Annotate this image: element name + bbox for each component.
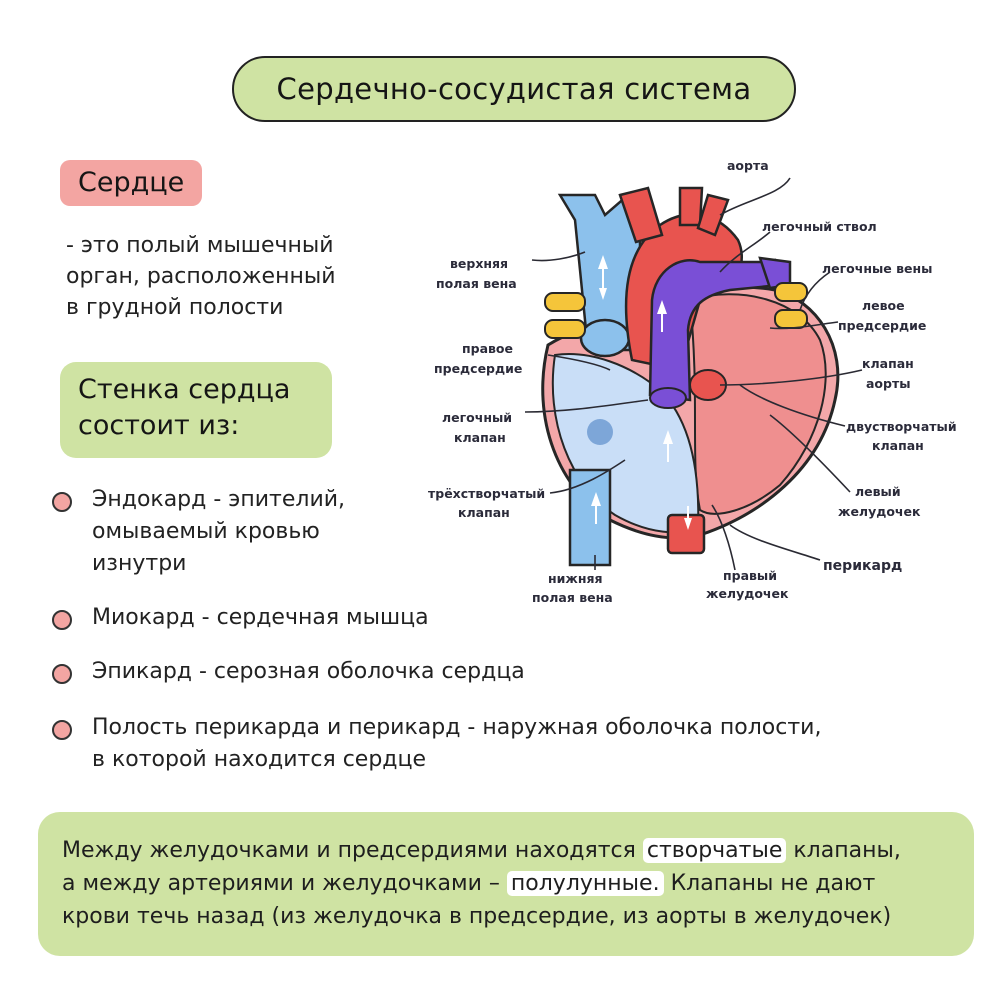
label-left-atrium: левое bbox=[862, 298, 905, 313]
page-title: Сердечно-сосудистая система bbox=[232, 56, 796, 122]
summary-text: Между желудочками и предсердиями находят… bbox=[62, 838, 636, 863]
heart-wall-heading: Стенка сердца состоит из: bbox=[60, 362, 332, 458]
definition-line: - это полый мышечный bbox=[66, 233, 334, 258]
aortic-branch bbox=[618, 186, 664, 244]
summary-text: Клапаны не дают bbox=[670, 871, 876, 896]
label-superior-vena-cava: полая вена bbox=[436, 276, 517, 291]
pulmonary-vein bbox=[774, 309, 808, 329]
leader-lines bbox=[524, 177, 863, 571]
label-pulmonary-veins: легочные вены bbox=[822, 261, 932, 276]
label-right-ventricle: правый bbox=[723, 568, 777, 583]
vena-cava-opening bbox=[579, 318, 631, 358]
definition-line: орган, расположенный bbox=[66, 264, 336, 289]
summary-line: крови течь назад (из желудочка в предсер… bbox=[62, 904, 892, 929]
label-left-ventricle: желудочек bbox=[838, 504, 921, 519]
summary-line: а между артериями и желудочками – полулу… bbox=[62, 867, 950, 900]
layer-text: Эндокард - эпителий, bbox=[92, 487, 346, 512]
layer-text: изнутри bbox=[92, 551, 187, 576]
pulmonary-valve-ring bbox=[649, 387, 687, 409]
pulmonary-vein bbox=[544, 292, 586, 312]
inferior-vena-cava bbox=[568, 468, 612, 567]
label-tricuspid-valve: трёхстворчатый bbox=[428, 486, 545, 501]
layer-text: в которой находится сердце bbox=[92, 747, 427, 772]
definition-line: в грудной полости bbox=[66, 295, 284, 320]
heart-definition: - это полый мышечный орган, расположенны… bbox=[66, 230, 396, 323]
descending-aorta bbox=[666, 513, 706, 555]
summary-line: Между желудочками и предсердиями находят… bbox=[62, 834, 950, 867]
summary-text: клапаны, bbox=[793, 838, 901, 863]
label-superior-vena-cava: верхняя bbox=[450, 256, 508, 271]
layer-text: Полость перикарда и перикард - наружная … bbox=[92, 715, 822, 740]
bullet-dot bbox=[52, 610, 72, 630]
bullet-dot bbox=[52, 720, 72, 740]
aortic-branch bbox=[696, 193, 730, 237]
label-inferior-vena-cava: полая вена bbox=[532, 590, 613, 605]
highlight-semilunar: полулунные. bbox=[506, 871, 664, 896]
label-right-atrium: правое bbox=[462, 341, 513, 356]
label-left-ventricle: левый bbox=[855, 484, 901, 499]
label-pulmonary-valve: легочный bbox=[442, 410, 512, 425]
label-right-atrium: предсердие bbox=[434, 361, 522, 376]
label-pericardium: перикард bbox=[823, 558, 902, 574]
label-mitral-valve: двустворчатый bbox=[846, 419, 957, 434]
label-inferior-vena-cava: нижняя bbox=[548, 571, 603, 586]
aortic-branch bbox=[678, 186, 704, 227]
valves-summary: Между желудочками и предсердиями находят… bbox=[38, 812, 974, 956]
layer-text: Эпикард - серозная оболочка сердца bbox=[92, 659, 525, 684]
bullet-dot bbox=[52, 492, 72, 512]
heart-diagram: аорта легочный ствол легочные вены левое… bbox=[428, 158, 957, 605]
bullet-dot bbox=[52, 664, 72, 684]
pulmonary-vein bbox=[544, 319, 586, 339]
right-atrium-marker bbox=[587, 419, 613, 445]
summary-text: а между артериями и желудочками – bbox=[62, 871, 500, 896]
label-aortic-valve: клапан bbox=[862, 356, 914, 371]
layer-text: Миокард - сердечная мышца bbox=[92, 605, 429, 630]
label-pulmonary-trunk: легочный ствол bbox=[762, 219, 877, 234]
label-aortic-valve: аорты bbox=[866, 376, 911, 391]
label-pulmonary-valve: клапан bbox=[454, 430, 506, 445]
blood-flow-arrows bbox=[591, 255, 692, 530]
layer-text: омываемый кровью bbox=[92, 519, 320, 544]
label-right-ventricle: желудочек bbox=[706, 586, 789, 601]
highlight-atrioventricular: створчатые bbox=[642, 838, 787, 863]
label-left-atrium: предсердие bbox=[838, 318, 926, 333]
wall-heading-line: состоит из: bbox=[78, 410, 240, 441]
pulmonary-vein bbox=[774, 282, 808, 302]
label-aorta: аорта bbox=[727, 158, 769, 173]
label-mitral-valve: клапан bbox=[872, 438, 924, 453]
heart-heading: Сердце bbox=[60, 160, 203, 206]
wall-heading-line: Стенка сердца bbox=[78, 374, 291, 405]
label-tricuspid-valve: клапан bbox=[458, 505, 510, 520]
